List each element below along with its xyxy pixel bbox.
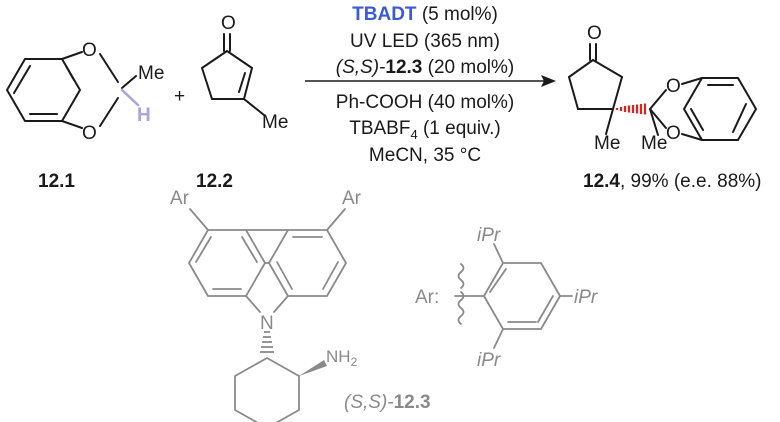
conditions-ligand: (S,S)-12.3 (20 mol%) [336,57,514,78]
r1-hydrogen: H [137,105,151,126]
aminocat-label-id: 12.3 [394,392,431,413]
product-label: 12.4, 99% (e.e. 88%) [583,171,762,192]
ligand-loading: (20 mol%) [422,57,514,78]
aminocat-ar-left: Ar [170,188,190,209]
catalyst-loading: (5 mol%) [417,4,498,25]
nh2-subscript: 2 [351,355,358,369]
salt-subscript: 4 [410,127,417,142]
ipr-bottom: iPr [477,350,501,371]
product-id: 12.4 [583,171,620,192]
r1-oxygen-bottom: O [82,123,97,144]
catalyst-name: TBADT [352,4,417,25]
reaction-arrowhead [541,75,556,87]
aminocat-label: (S,S)-12.3 [344,392,431,413]
p-methyl-dioxole: Me [641,133,667,154]
reactant-12-2-structure [201,33,265,116]
conditions-light: UV LED (365 nm) [350,31,500,52]
ipr-top: iPr [477,225,501,246]
reactant-12-2-label: 12.2 [196,171,233,192]
product-yield: , 99% (e.e. 88%) [620,171,762,192]
ipr-right: iPr [574,287,598,308]
ar-prefix: Ar: [415,287,439,308]
ligand-prefix: (S,S)- [336,57,386,78]
aminocat-label-prefix: (S,S)- [344,392,394,413]
conditions-line-1: TBADT (5 mol%) [352,4,498,25]
p-methyl-ring: Me [594,133,620,154]
aminocat-ar-right: Ar [342,188,362,209]
aminocatalyst-structure [188,208,347,422]
r1-methyl: Me [138,63,164,84]
r2-ketone-oxygen: O [221,13,236,34]
product-12-4-structure [568,43,757,141]
reactant-12-1-structure [6,51,140,129]
aryl-definition-structure [454,243,573,349]
nh2-main: NH [326,347,351,366]
p-oxygen-bottom: O [666,123,681,144]
conditions-additive: Ph-COOH (40 mol%) [336,92,514,113]
salt-main: TBABF [349,118,410,139]
conditions-solvent: MeCN, 35 °C [369,145,481,166]
aminocat-nitrogen: N [260,313,274,334]
aminocat-nh2: NH2 [326,347,358,369]
salt-rest: (1 equiv.) [418,118,501,139]
p-ketone-oxygen: O [587,23,602,44]
plus-sign: + [174,86,185,107]
p-oxygen-top: O [666,76,681,97]
r2-methyl: Me [262,112,288,133]
r1-oxygen-top: O [82,40,97,61]
conditions-salt: TBABF4 (1 equiv.) [349,118,501,142]
ligand-id: 12.3 [385,57,422,78]
reactant-12-1-label: 12.1 [38,171,75,192]
